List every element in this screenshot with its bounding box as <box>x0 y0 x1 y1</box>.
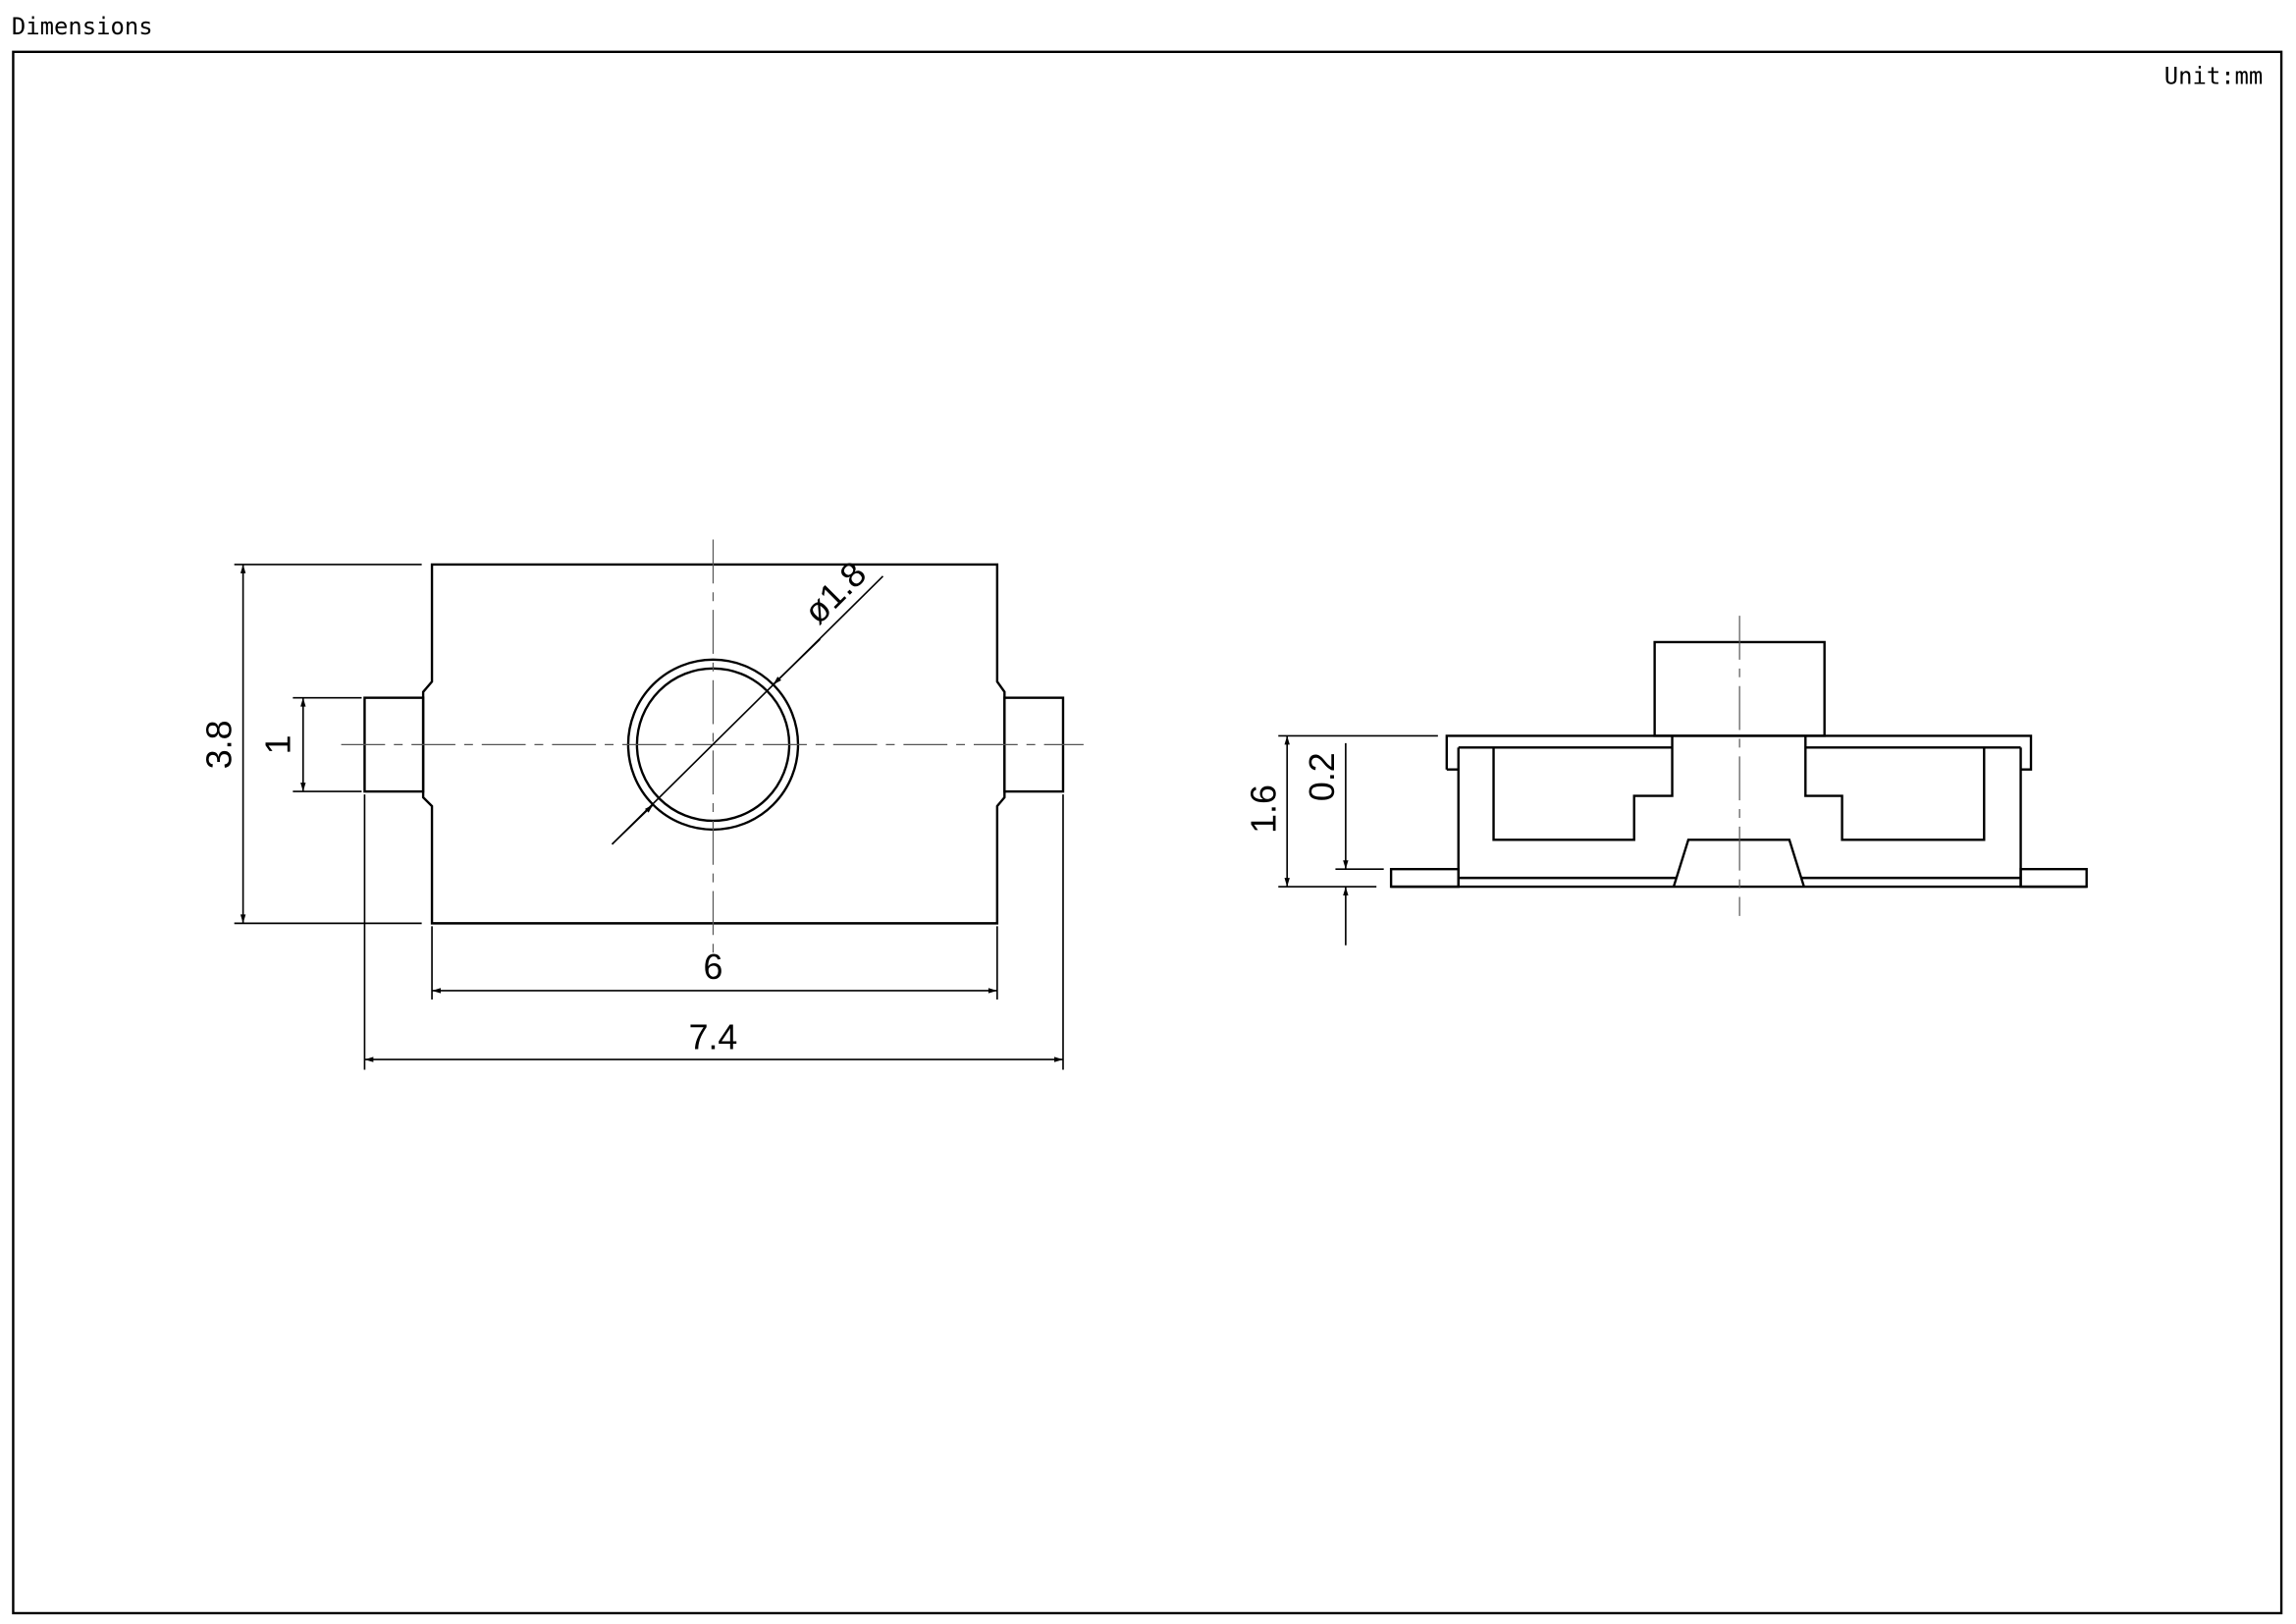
dim-body-length: 6 <box>704 947 723 987</box>
dim-side-height: 1.6 <box>1244 785 1283 834</box>
top-view: 3.8 1 ø1.8 6 7.4 <box>200 539 1084 1070</box>
left-housing <box>1492 735 1674 841</box>
right-housing <box>1804 735 1986 841</box>
dim-height: 3.8 <box>200 720 240 769</box>
side-view: 1.6 0.2 <box>1244 616 2088 946</box>
drawing-frame <box>12 50 2283 1615</box>
dim-line-diameter <box>611 575 884 845</box>
right-lead <box>2019 867 2088 889</box>
cover-outline <box>1445 734 2033 771</box>
unit-label: Unit:mm <box>2164 63 2264 90</box>
dim-lead-thickness: 0.2 <box>1303 752 1342 801</box>
header-title: Dimensions <box>12 13 153 40</box>
dome <box>1672 839 1805 888</box>
body-outline <box>421 563 1006 925</box>
dim-total-length: 7.4 <box>689 1018 738 1057</box>
left-lead <box>1389 867 1460 889</box>
dim-terminal-width: 1 <box>258 734 297 754</box>
